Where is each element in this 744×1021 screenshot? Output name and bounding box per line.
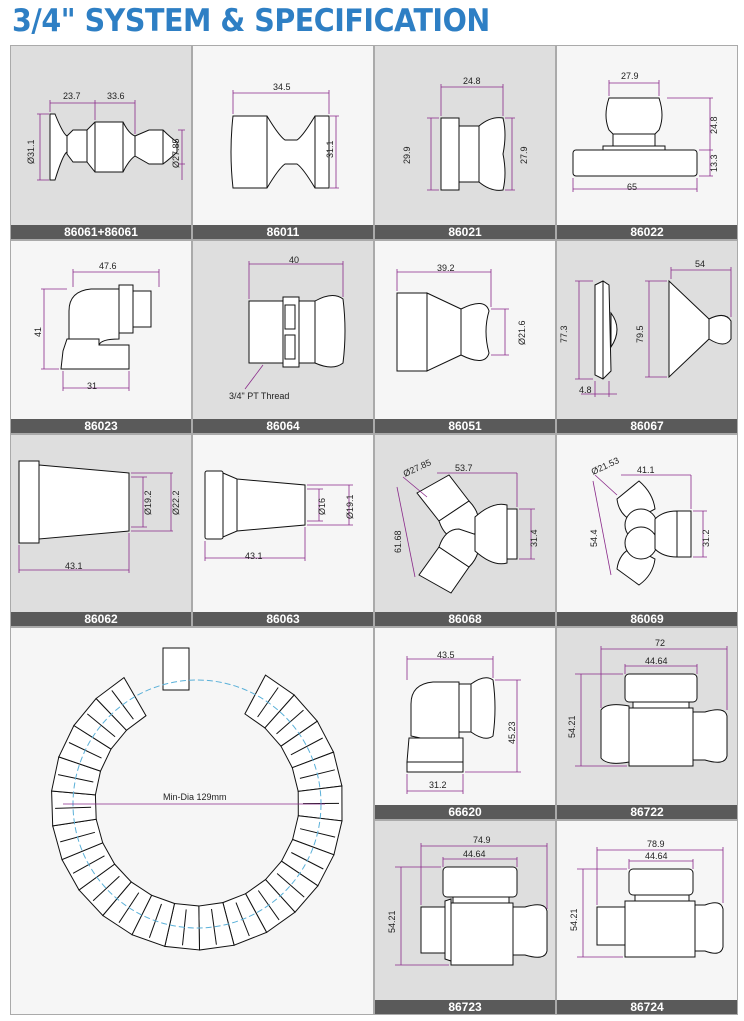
part-number: 86723 xyxy=(375,1000,555,1014)
dim-label: Ø22.2 xyxy=(171,490,181,515)
part-cell-86061: 23.7 33.6 Ø31.1 Ø27.85 86061+86061 xyxy=(10,45,192,240)
dim-label: 27.9 xyxy=(519,146,529,164)
dim-label: 31.2 xyxy=(701,529,711,547)
part-number: 86051 xyxy=(375,419,555,433)
dim-label: 45.23 xyxy=(507,721,517,744)
part-cell-86722: 72 44.64 54.21 86722 xyxy=(556,627,738,820)
dim-label: 72 xyxy=(655,638,665,648)
part-cell-86063: Ø16 Ø19.1 43.1 86063 xyxy=(192,434,374,627)
dim-label: 43.1 xyxy=(245,551,263,561)
dim-label: 34.5 xyxy=(273,82,291,92)
dim-label: 29.9 xyxy=(402,146,412,164)
dim-label: 43.5 xyxy=(437,650,455,660)
part-number: 86068 xyxy=(375,612,555,626)
dim-label: 39.2 xyxy=(437,263,455,273)
part-number: 86023 xyxy=(11,419,191,433)
dim-label: Ø27.85 xyxy=(171,138,181,168)
dim-label: 44.64 xyxy=(463,849,486,859)
hose-end-fitting xyxy=(162,647,190,691)
thread-note: 3/4" PT Thread xyxy=(229,391,289,401)
part-number: 86724 xyxy=(557,1000,737,1014)
dim-label: 41 xyxy=(33,327,43,337)
part-cell-86724: 78.9 44.64 54.21 86724 xyxy=(556,820,738,1015)
dim-label: 31.4 xyxy=(529,529,539,547)
part-number: 86011 xyxy=(193,225,373,239)
dim-label: 79.5 xyxy=(635,325,645,343)
dim-label: 74.9 xyxy=(473,835,491,845)
part-number: 86067 xyxy=(557,419,737,433)
dim-label: 54 xyxy=(695,259,705,269)
dim-label: 53.7 xyxy=(455,463,473,473)
dim-label: 4.8 xyxy=(579,385,592,395)
part-cell-86022: 27.9 24.8 13.3 65 86022 xyxy=(556,45,738,240)
dim-label: 31 xyxy=(87,381,97,391)
dim-label: 23.7 xyxy=(63,91,81,101)
hose-segment-joint xyxy=(276,873,305,898)
dim-label: 61.68 xyxy=(393,530,403,553)
dim-label: 24.8 xyxy=(709,116,719,134)
part-number: 86061+86061 xyxy=(11,225,191,239)
dim-label: 54.21 xyxy=(569,908,579,931)
dim-label: Ø27.85 xyxy=(402,457,433,479)
part-cell-86011: 34.5 31.1 86011 xyxy=(192,45,374,240)
part-number: 66620 xyxy=(375,805,555,819)
page-title: 3/4" SYSTEM & SPECIFICATION xyxy=(12,3,490,39)
hose-segment xyxy=(95,676,147,731)
dim-label: 47.6 xyxy=(99,261,117,271)
part-number: 86064 xyxy=(193,419,373,433)
dim-label: 41.1 xyxy=(637,465,655,475)
part-number: 86063 xyxy=(193,612,373,626)
part-cell-86068: Ø27.85 53.7 61.68 31.4 86068 xyxy=(374,434,556,627)
hose-segment-joint xyxy=(86,713,116,738)
dim-label: 77.3 xyxy=(559,325,569,343)
dim-label: 54.4 xyxy=(589,529,599,547)
part-cell-86064: 40 3/4" PT Thread 86064 xyxy=(192,240,374,434)
dim-label: Ø31.1 xyxy=(26,139,36,164)
part-cell-86069: Ø21.53 41.1 54.4 31.2 86069 xyxy=(556,434,738,627)
dim-label: 24.8 xyxy=(463,76,481,86)
hose-segment-joint xyxy=(211,908,217,945)
part-cell-86723: 74.9 44.64 54.21 86723 xyxy=(374,820,556,1015)
dim-label: Ø21.6 xyxy=(517,320,527,345)
part-cell-86021: 24.8 29.9 27.9 86021 xyxy=(374,45,556,240)
dim-label: Ø19.1 xyxy=(345,494,355,519)
part-number: 86069 xyxy=(557,612,737,626)
min-dia-hose-diagram: Min-Dia 129mm xyxy=(10,627,374,1015)
part-number: 86021 xyxy=(375,225,555,239)
dim-label: 44.64 xyxy=(645,851,668,861)
part-number: 86722 xyxy=(557,805,737,819)
dim-label: 78.9 xyxy=(647,839,665,849)
dim-label: Ø16 xyxy=(317,498,327,515)
min-dia-label: Min-Dia 129mm xyxy=(163,792,227,802)
hose-segment-joint xyxy=(290,737,323,756)
hose-segment-joint xyxy=(55,806,92,809)
dim-label: 65 xyxy=(627,182,637,192)
hose-segment-joint xyxy=(92,875,120,902)
dim-label: 54.21 xyxy=(387,910,397,933)
part-number: 86022 xyxy=(557,225,737,239)
part-cell-66620: 43.5 45.23 31.2 66620 xyxy=(374,627,556,820)
part-cell-86067: 54 77.3 79.5 4.8 86067 xyxy=(556,240,738,434)
part-cell-86051: 39.2 Ø21.6 86051 xyxy=(374,240,556,434)
dim-label: 31.2 xyxy=(429,780,447,790)
dim-label: 31.1 xyxy=(325,140,335,158)
dim-label: Ø21.53 xyxy=(590,455,621,477)
dim-label: Ø19.2 xyxy=(143,490,153,515)
dim-label: 44.64 xyxy=(645,656,668,666)
dim-label: 13.3 xyxy=(709,154,719,172)
part-number: 86062 xyxy=(11,612,191,626)
dim-label: 27.9 xyxy=(621,71,639,81)
part-cell-86062: Ø19.2 Ø22.2 43.1 86062 xyxy=(10,434,192,627)
dim-label: 40 xyxy=(289,255,299,265)
dim-label: 43.1 xyxy=(65,561,83,571)
dim-label: 33.6 xyxy=(107,91,125,101)
part-cell-86023: 47.6 41 31 86023 xyxy=(10,240,192,434)
dim-label: 54.21 xyxy=(567,715,577,738)
